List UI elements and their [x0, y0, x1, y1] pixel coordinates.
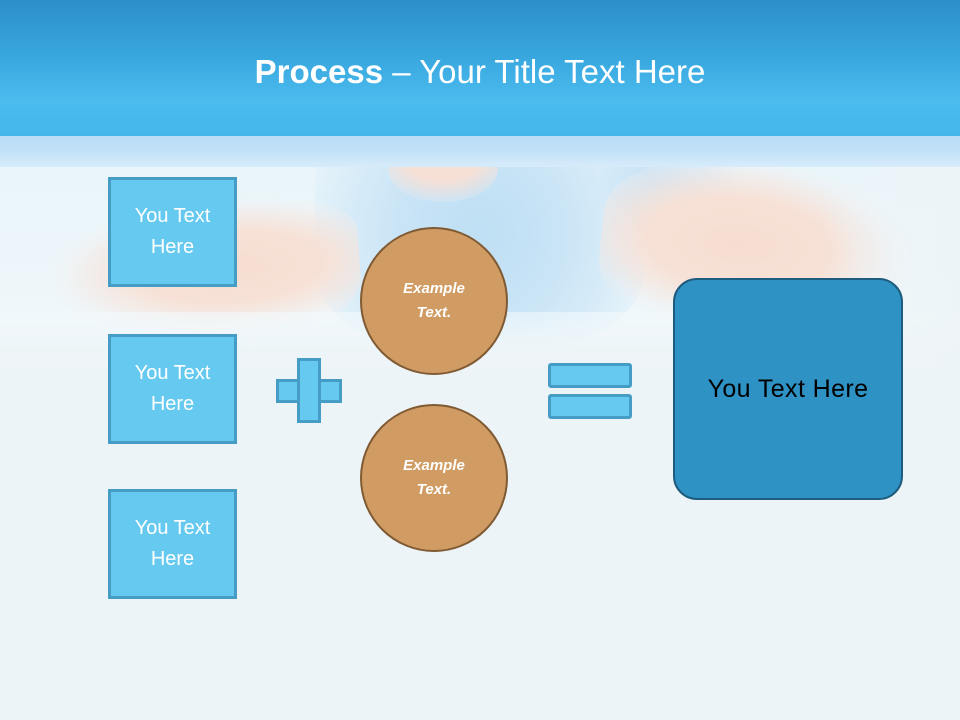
input-box-1-label: You Text Here [134, 205, 211, 258]
equals-icon-top-bar [548, 363, 632, 388]
example-circle-2[interactable]: Example Text. [360, 404, 508, 552]
header-accent-band-inner [0, 136, 960, 167]
example-circle-1-line2: Text. [416, 304, 452, 321]
example-circle-2-line1: Example [403, 457, 465, 474]
input-box-2-label: You Text Here [134, 362, 211, 415]
page-title-rest: – Your Title Text Here [383, 53, 706, 90]
plus-icon [276, 358, 342, 423]
input-box-3-label: You Text Here [134, 517, 211, 570]
plus-icon-center-fill [300, 382, 318, 400]
equals-icon-bottom-bar [548, 394, 632, 419]
example-circle-1[interactable]: Example Text. [360, 227, 508, 375]
input-box-1[interactable]: You Text Here [108, 177, 237, 287]
header-accent-band [0, 136, 960, 167]
input-box-2[interactable]: You Text Here [108, 334, 237, 444]
page-title: Process – Your Title Text Here [0, 52, 960, 92]
example-circle-1-line1: Example [403, 280, 465, 297]
slide-header: Process – Your Title Text Here [0, 0, 960, 136]
result-panel[interactable]: You Text Here [673, 278, 903, 500]
page-title-emphasis: Process [254, 53, 384, 90]
input-box-3[interactable]: You Text Here [108, 489, 237, 599]
result-panel-label: You Text Here [707, 374, 869, 403]
example-circle-2-line2: Text. [416, 481, 452, 498]
